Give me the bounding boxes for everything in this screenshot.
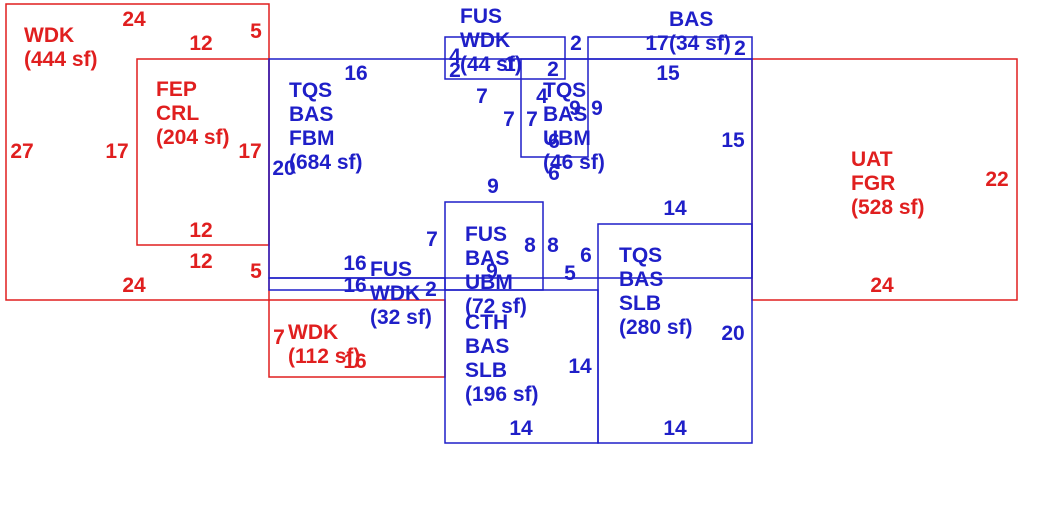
dimension-label: 24: [122, 8, 146, 31]
fus-wdk-32-outline: [268, 277, 446, 291]
fus-wdk-32-area: (32 sf): [370, 306, 432, 329]
tqs-slb-280-area: (280 sf): [619, 316, 693, 339]
tqs-ubm-46-code-3: UBM: [543, 127, 591, 150]
dimension-label: 9: [591, 97, 603, 120]
tqs-ubm-46-outline: [520, 58, 589, 158]
dimension-label: 2: [547, 58, 559, 81]
fep-crl-code-1: FEP: [156, 78, 197, 101]
dimension-label: 7: [273, 326, 285, 349]
tqs-fbm-code-2: BAS: [289, 103, 333, 126]
tqs-fbm-code-1: TQS: [289, 79, 332, 102]
dimension-label: 7: [476, 85, 488, 108]
dimension-label: 6: [548, 130, 560, 153]
dimension-label: 7: [526, 108, 538, 131]
uat-fgr-code-2: FGR: [851, 172, 895, 195]
dimension-label: 15: [656, 62, 680, 85]
dimension-label: 2: [425, 278, 437, 301]
dimension-label: 17: [105, 140, 128, 163]
wdk-444-area: (444 sf): [24, 48, 98, 71]
fus-ubm-72-code-2: BAS: [465, 247, 509, 270]
dimension-label: 2: [449, 59, 461, 82]
fus-wdk-32-code-1: FUS: [370, 258, 412, 281]
dimension-label: 6: [548, 162, 560, 185]
dimension-label: 8: [547, 234, 559, 257]
dimension-label: 8: [524, 234, 536, 257]
dimension-label: 14: [509, 417, 533, 440]
dimension-label: 6: [580, 244, 592, 267]
fus-wdk-44-code-1: FUS: [460, 5, 502, 28]
cth-slb-196-code-1: CTH: [465, 311, 508, 334]
tqs-ubm-46-code-1: TQS: [543, 79, 586, 102]
dimension-label: 2: [734, 37, 746, 60]
tqs-fbm-code-3: FBM: [289, 127, 335, 150]
tqs-slb-280-code-3: SLB: [619, 292, 661, 315]
dimension-label: 14: [568, 355, 592, 378]
fus-wdk-44-outline: [444, 36, 566, 80]
fus-wdk-44-code-2: WDK: [460, 29, 510, 52]
dimension-label: 12: [189, 250, 212, 273]
dimension-label: 24: [870, 274, 894, 297]
dimension-label: 16: [344, 62, 367, 85]
bas-34-outline: [587, 36, 753, 60]
cth-slb-196-outline: [444, 289, 599, 444]
bas-34-area: (34 sf): [669, 32, 731, 55]
tqs-fbm-area: (684 sf): [289, 151, 363, 174]
dimension-label: 16: [343, 252, 366, 275]
fus-wdk-32-code-2: WDK: [370, 282, 420, 305]
dimension-label: 27: [10, 140, 33, 163]
dimension-label: 17: [645, 32, 668, 55]
dimension-label: 15: [721, 129, 745, 152]
dimension-label: 5: [250, 260, 262, 283]
dimension-label: 14: [663, 197, 687, 220]
dimension-label: 12: [189, 32, 212, 55]
wdk-112-code: WDK: [288, 321, 338, 344]
dimension-label: 20: [272, 157, 295, 180]
tqs-fbm-outline: [268, 58, 753, 279]
dimension-label: 4: [449, 45, 461, 68]
tqs-slb-280-code-2: BAS: [619, 268, 663, 291]
dimension-label: 16: [343, 350, 366, 373]
fus-ubm-72-area: (72 sf): [465, 295, 527, 318]
dimension-label: 9: [569, 97, 581, 120]
wdk-444-code: WDK: [24, 24, 74, 47]
dimension-label: 14: [663, 417, 687, 440]
cth-slb-196-code-2: BAS: [465, 335, 509, 358]
dimension-label: 5: [564, 262, 576, 285]
uat-fgr-area: (528 sf): [851, 196, 925, 219]
dimension-label: 2: [570, 32, 582, 55]
tqs-ubm-46-code-2: BAS: [543, 103, 587, 126]
cth-slb-196-area: (196 sf): [465, 383, 539, 406]
cth-slb-196-code-3: SLB: [465, 359, 507, 382]
dimension-label: 17: [238, 140, 261, 163]
uat-fgr-code-1: UAT: [851, 148, 893, 171]
fus-ubm-72-code-3: UBM: [465, 271, 513, 294]
tqs-slb-280-code-1: TQS: [619, 244, 662, 267]
tqs-ubm-46-area: (46 sf): [543, 151, 605, 174]
fus-ubm-72-code-1: FUS: [465, 223, 507, 246]
dimension-label: 4: [536, 85, 548, 108]
dimension-label: 24: [122, 274, 146, 297]
fep-crl-area: (204 sf): [156, 126, 230, 149]
dimension-label: 7: [426, 228, 438, 251]
bas-34-code: BAS: [669, 8, 713, 31]
dimension-label: 1: [504, 53, 516, 76]
dimension-label: 20: [721, 322, 744, 345]
fus-wdk-44-area: (44 sf): [460, 53, 522, 76]
dimension-label: 9: [487, 175, 499, 198]
dimension-label: 12: [189, 219, 212, 242]
dimension-label: 16: [343, 274, 366, 297]
wdk-112-area: (112 sf): [288, 345, 360, 368]
fep-crl-code-2: CRL: [156, 102, 199, 125]
dimension-label: 9: [486, 260, 498, 283]
dimension-label: 5: [250, 20, 262, 43]
dimension-label: 7: [503, 108, 515, 131]
dimension-label: 22: [985, 168, 1008, 191]
